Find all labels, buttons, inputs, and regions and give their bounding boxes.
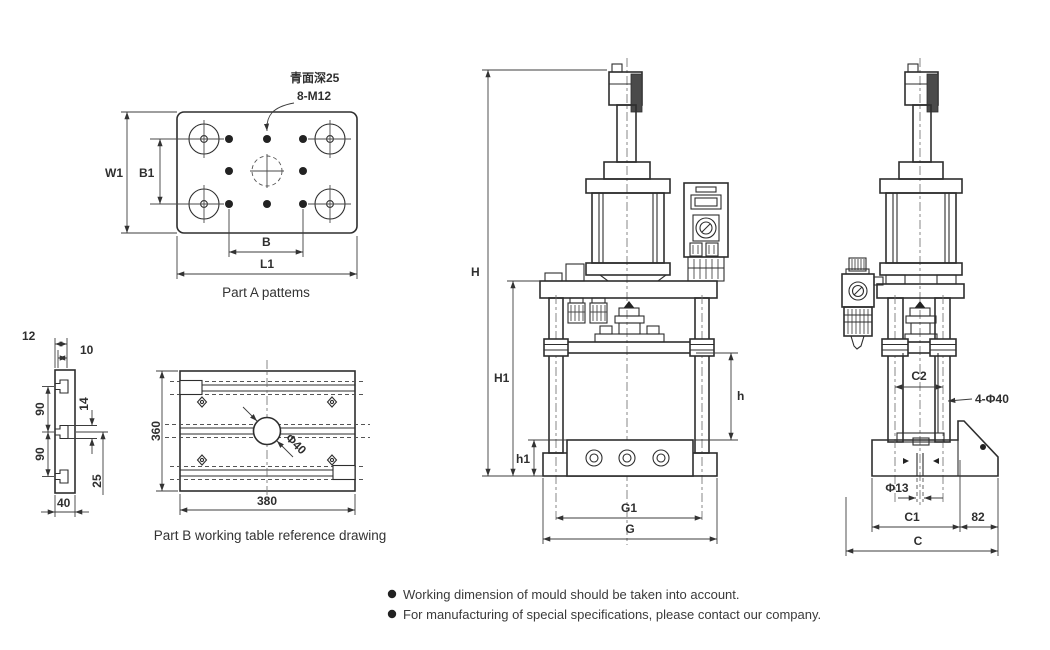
work-table [566,439,694,477]
regulator-gauge [848,281,868,301]
mufflers [567,297,608,324]
dim-82: 82 [971,510,985,524]
dim-12: 12 [22,329,36,343]
dim-360: 360 [149,421,163,441]
note-line-1: Working dimension of mould should be tak… [403,587,740,602]
piston-rod-side [912,104,932,163]
column-rear [934,297,951,443]
dim-G: G [625,522,634,536]
center-hole [252,416,282,446]
piston-rod [616,104,637,163]
plate-outline [176,111,358,234]
part-a-caption: Part A pattems [222,285,310,300]
table-outline [179,370,356,492]
top-plate-side [876,283,965,299]
press-side-view: C2 4-Φ40 Φ13 C1 82 C [841,58,1009,556]
dim-14: 14 [77,397,91,411]
corner-holes [150,120,351,223]
part-b-side-profile: 12 10 90 90 14 25 40 [22,329,108,517]
dim-4-phi40: 4-Φ40 [975,392,1009,406]
dim-h: h [737,389,744,403]
t-slots [55,379,69,484]
dim-l1: L1 [260,257,274,271]
note-line-2: For manufacturing of special specificati… [403,607,821,622]
dim-H: H [471,265,480,279]
dim-90b: 90 [33,447,47,461]
thread-note: 8-M12 [297,89,331,103]
dim-25: 25 [90,474,104,488]
drain-valve [850,335,865,350]
dim-40: 40 [57,496,71,510]
column-bushings [543,338,715,357]
cylinder-top-flange [585,178,671,194]
base-side [871,420,999,477]
dim-b: B [262,235,271,249]
bullet-icon [387,589,397,599]
profile-outline [54,369,76,494]
locating-holes [196,396,338,466]
cylinder-top-flange-side [879,178,963,194]
cylinder-bottom-flange [585,262,671,276]
dim-C2: C2 [911,369,927,383]
part-b-top-view: Φ40 360 380 Part B working table referen… [149,360,386,543]
dim-90a: 90 [33,402,47,416]
control-box [683,182,729,282]
part-a-pattern-drawing: 青面深25 8-M12 W1 B1 B L1 Part A pattems [105,70,358,300]
filter-regulator-unit [841,257,884,350]
dim-C: C [914,534,923,548]
dim-C1: C1 [904,510,920,524]
dim-phi13: Φ13 [885,481,909,495]
dim-G1: G1 [621,501,637,515]
depth-note: 青面深25 [290,70,340,85]
dim-phi40: Φ40 [283,431,310,458]
top-plate [539,280,718,299]
foot-pad [980,444,986,450]
bullet-icon [387,609,397,619]
tapped-holes-8-m12 [225,135,307,208]
dim-380: 380 [257,494,277,508]
table-holes [585,449,670,467]
counter-display [690,194,722,210]
leader-line [263,102,295,132]
dim-b1: B1 [139,166,155,180]
dim-h1: h1 [516,452,530,466]
press-front-view: H H1 h1 h G1 G [471,58,744,545]
dim-w1: W1 [105,166,123,180]
part-b-caption: Part B working table reference drawing [154,528,387,543]
dim-H1: H1 [494,371,510,385]
column-front [887,297,904,443]
moving-platen [563,341,695,354]
dim-10: 10 [80,343,94,357]
pressure-gauge [695,217,717,239]
footnotes: Working dimension of mould should be tak… [387,587,821,622]
adjuster-bolt [611,63,623,73]
